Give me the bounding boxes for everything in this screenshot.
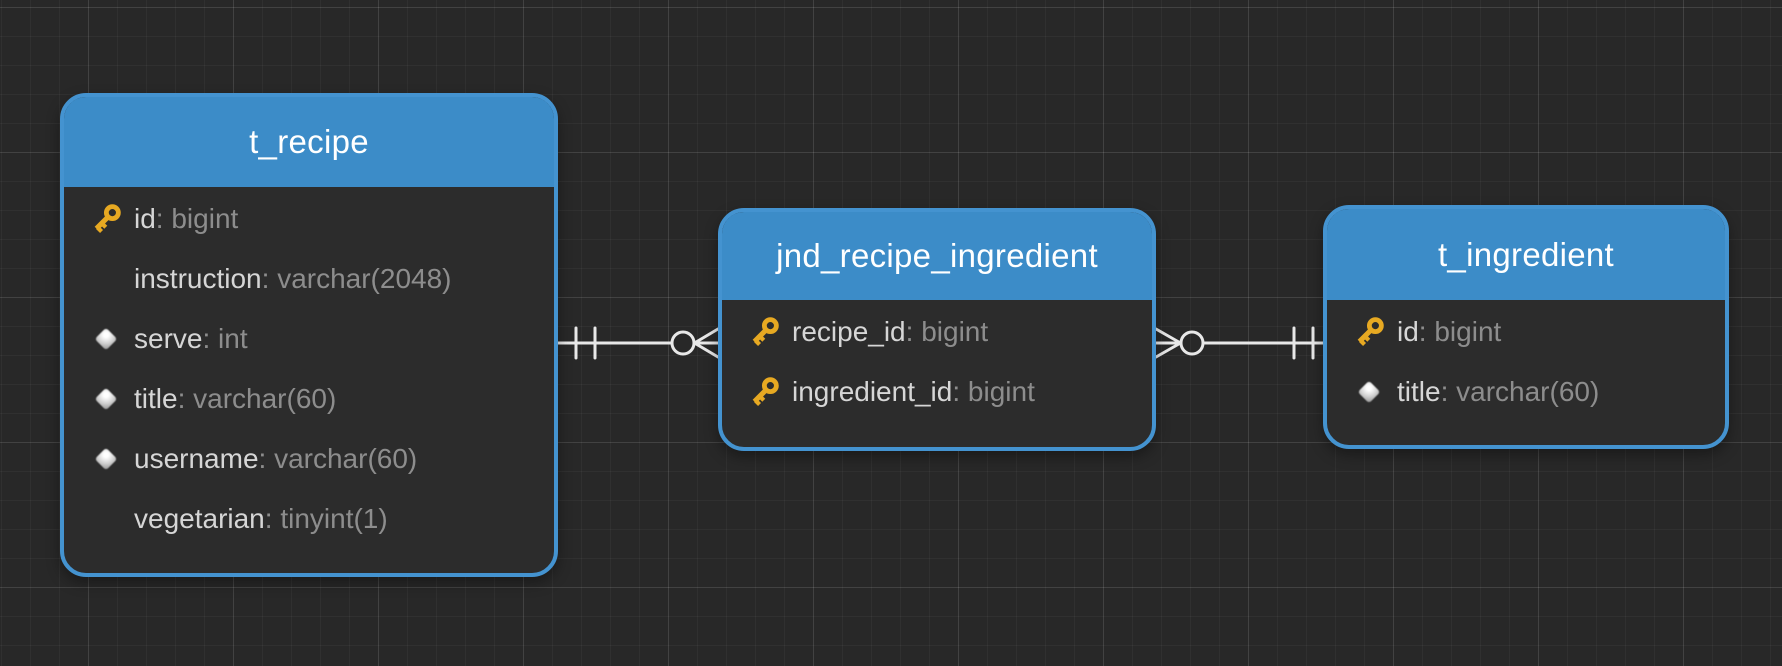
field-type: bigint bbox=[921, 316, 989, 347]
primary-key-icon bbox=[86, 201, 126, 237]
table-header[interactable]: t_ingredient bbox=[1327, 209, 1725, 300]
attribute-diamond-icon bbox=[86, 387, 126, 411]
field-separator: : bbox=[261, 263, 278, 294]
field-type: bigint bbox=[1434, 316, 1502, 347]
field-type: varchar(60) bbox=[1456, 376, 1600, 407]
table-body: id: bigint instruction: varchar(2048) se… bbox=[64, 187, 554, 549]
field-name: username bbox=[134, 443, 259, 474]
table-row[interactable]: vegetarian: tinyint(1) bbox=[64, 489, 554, 549]
relationship-junction-ingredient-connector[interactable] bbox=[1154, 326, 1325, 360]
primary-key-icon bbox=[744, 374, 784, 410]
field-name: instruction bbox=[134, 263, 262, 294]
field-type: varchar(60) bbox=[193, 383, 337, 414]
field-name: title bbox=[1397, 376, 1441, 407]
table-row[interactable]: username: varchar(60) bbox=[64, 429, 554, 489]
table-row[interactable]: instruction: varchar(2048) bbox=[64, 249, 554, 309]
field-name: vegetarian bbox=[134, 503, 265, 534]
table-title: t_ingredient bbox=[1437, 235, 1615, 273]
table-row[interactable]: recipe_id: bigint bbox=[722, 302, 1152, 362]
table-row[interactable]: id: bigint bbox=[1327, 302, 1725, 362]
field-type: bigint bbox=[171, 203, 239, 234]
field-type: tinyint(1) bbox=[280, 503, 388, 534]
field-separator: : bbox=[264, 503, 281, 534]
attribute-diamond-icon bbox=[86, 327, 126, 351]
field-name: title bbox=[134, 383, 178, 414]
field-separator: : bbox=[177, 383, 194, 414]
field-separator: : bbox=[905, 316, 922, 347]
attribute-diamond-icon bbox=[1349, 380, 1389, 404]
primary-key-icon bbox=[744, 314, 784, 350]
field-type: bigint bbox=[967, 376, 1035, 407]
field-separator: : bbox=[202, 323, 219, 354]
field-name: recipe_id bbox=[792, 316, 906, 347]
field-separator: : bbox=[258, 443, 275, 474]
table-body: id: bigint title: varchar(60) bbox=[1327, 300, 1725, 422]
field-name: id bbox=[1397, 316, 1419, 347]
entity-table-t-ingredient[interactable]: t_ingredient id: bigint bbox=[1323, 205, 1729, 449]
relationship-recipe-junction-connector[interactable] bbox=[556, 326, 720, 360]
entity-table-t-recipe[interactable]: t_recipe id: bigint bbox=[60, 93, 558, 577]
field-name: ingredient_id bbox=[792, 376, 953, 407]
table-title: t_recipe bbox=[249, 123, 369, 160]
table-title: jnd_recipe_ingredient bbox=[776, 237, 1098, 274]
field-type: varchar(60) bbox=[274, 443, 418, 474]
table-row[interactable]: title: varchar(60) bbox=[64, 369, 554, 429]
entity-table-jnd-recipe-ingredient[interactable]: jnd_recipe_ingredient recipe_id: bigint bbox=[718, 208, 1156, 451]
field-separator: : bbox=[155, 203, 172, 234]
table-row[interactable]: id: bigint bbox=[64, 189, 554, 249]
field-separator: : bbox=[1440, 376, 1457, 407]
field-type: varchar(2048) bbox=[277, 263, 452, 294]
table-row[interactable]: ingredient_id: bigint bbox=[722, 362, 1152, 422]
field-separator: : bbox=[952, 376, 968, 407]
table-body: recipe_id: bigint ingredient_id: bigint bbox=[722, 300, 1152, 422]
field-name: id bbox=[134, 203, 156, 234]
field-type: int bbox=[218, 323, 248, 354]
attribute-diamond-icon bbox=[86, 447, 126, 471]
table-row[interactable]: title: varchar(60) bbox=[1327, 362, 1725, 422]
field-separator: : bbox=[1418, 316, 1435, 347]
field-name: serve bbox=[134, 323, 203, 354]
table-row[interactable]: serve: int bbox=[64, 309, 554, 369]
table-header[interactable]: t_recipe bbox=[64, 97, 554, 187]
table-header[interactable]: jnd_recipe_ingredient bbox=[722, 212, 1152, 300]
primary-key-icon bbox=[1349, 314, 1389, 350]
